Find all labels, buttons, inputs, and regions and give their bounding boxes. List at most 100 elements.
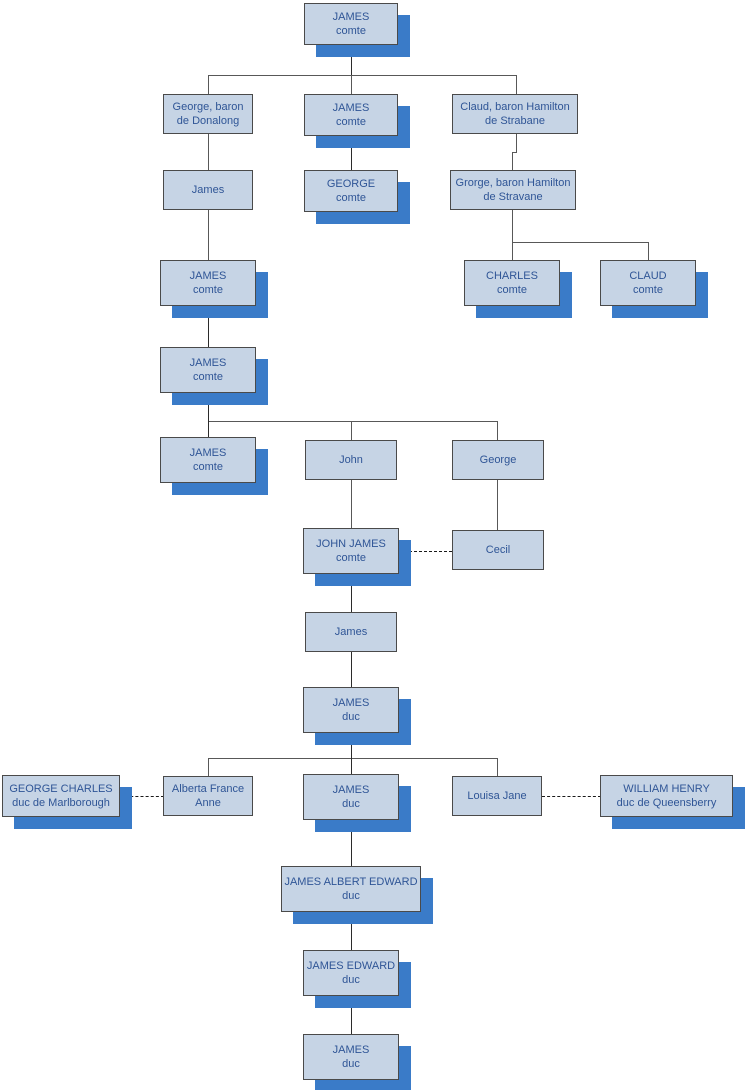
node-label-primary: Grorge, baron Hamilton — [455, 177, 571, 189]
connector-n4-n7-upper — [516, 134, 517, 152]
node-label-primary: JAMES EDWARD — [306, 960, 396, 972]
node-label-secondary: comte — [497, 284, 527, 296]
node-label-secondary: duc — [342, 974, 360, 986]
node-label-secondary: comte — [193, 461, 223, 473]
node-label-primary: John — [339, 454, 363, 466]
node-n3[interactable]: JAMES comte — [304, 94, 398, 136]
node-label-primary: Alberta France — [171, 783, 245, 795]
node-label-primary: George — [479, 454, 517, 466]
node-label-primary: JAMES — [332, 784, 370, 796]
node-label-secondary: comte — [193, 371, 223, 383]
connector-to-n4 — [516, 75, 517, 95]
node-n12[interactable]: JAMES comte — [160, 437, 256, 483]
connector-n5-n8 — [208, 210, 209, 261]
connector-n8-n11 — [208, 306, 209, 348]
node-n13[interactable]: John — [305, 440, 397, 480]
connector-gen-n7-bus — [512, 242, 648, 243]
node-label-primary: JAMES ALBERT EDWARD — [284, 876, 418, 888]
node-label-secondary: duc — [342, 1058, 360, 1070]
node-n6[interactable]: GEORGE comte — [304, 170, 398, 212]
node-label-primary: JAMES — [332, 697, 370, 709]
node-n5[interactable]: James — [163, 170, 253, 210]
connector-to-n3 — [351, 75, 352, 95]
connector-to-n14 — [497, 421, 498, 441]
node-label-secondary: comte — [336, 116, 366, 128]
connector-n11-stem — [208, 393, 209, 422]
connector-to-n9 — [512, 242, 513, 261]
node-n9[interactable]: CHARLES comte — [464, 260, 560, 306]
node-label-primary: JAMES — [189, 447, 227, 459]
node-label-primary: Claud, baron Hamilton — [460, 101, 570, 113]
node-label-primary: George, baron — [172, 101, 244, 113]
connector-marriage-n19-n20 — [120, 796, 164, 797]
connector-to-n21 — [351, 758, 352, 775]
node-label-primary: Louisa Jane — [467, 790, 527, 802]
connector-to-n13 — [351, 421, 352, 441]
node-label-secondary: comte — [336, 25, 366, 37]
connector-n4-n7-lower — [512, 152, 513, 171]
connector-gen3-bus — [208, 421, 498, 422]
node-label-primary: JAMES — [332, 11, 370, 23]
node-n10[interactable]: CLAUD comte — [600, 260, 696, 306]
node-label-primary: JOHN JAMES — [316, 538, 386, 550]
node-n17[interactable]: James — [305, 612, 397, 652]
node-label-primary: James — [334, 626, 368, 638]
node-label-secondary: duc — [342, 798, 360, 810]
connector-n24-n25 — [351, 912, 352, 951]
node-label-primary: GEORGE — [326, 178, 376, 190]
node-n22[interactable]: Louisa Jane — [452, 776, 542, 816]
connector-to-n12 — [208, 421, 209, 438]
node-label-secondary: Anne — [195, 797, 221, 809]
connector-to-n22 — [497, 758, 498, 777]
node-label-primary: WILLIAM HENRY — [623, 783, 710, 795]
connector-n1-stem — [351, 45, 352, 76]
node-n18[interactable]: JAMES duc — [303, 687, 399, 733]
node-label-secondary: duc — [342, 711, 360, 723]
connector-n18-stem — [351, 733, 352, 759]
node-label-primary: JAMES — [332, 1044, 370, 1056]
node-label-primary: JAMES — [189, 357, 227, 369]
connector-n21-n24 — [351, 820, 352, 867]
connector-n17-n18 — [351, 652, 352, 688]
node-n14[interactable]: George — [452, 440, 544, 480]
node-label-primary: JAMES — [332, 102, 370, 114]
node-n7[interactable]: Grorge, baron Hamilton de Stravane — [450, 170, 576, 210]
node-n24[interactable]: JAMES ALBERT EDWARD duc — [281, 866, 421, 912]
node-n15[interactable]: JOHN JAMES comte — [303, 528, 399, 574]
node-label-secondary: de Stravane — [483, 191, 543, 203]
node-label-secondary: comte — [336, 552, 366, 564]
node-n26[interactable]: JAMES duc — [303, 1034, 399, 1080]
node-label-secondary: comte — [336, 192, 366, 204]
node-n1[interactable]: JAMES comte — [304, 3, 398, 45]
node-label-primary: James — [191, 184, 225, 196]
connector-n13-n15 — [351, 480, 352, 529]
node-label-primary: CLAUD — [629, 270, 667, 282]
node-n11[interactable]: JAMES comte — [160, 347, 256, 393]
node-n16[interactable]: Cecil — [452, 530, 544, 570]
node-n23[interactable]: WILLIAM HENRY duc de Queensberry — [600, 775, 733, 817]
node-label-primary: CHARLES — [486, 270, 538, 282]
connector-n2-n5 — [208, 134, 209, 171]
node-n25[interactable]: JAMES EDWARD duc — [303, 950, 399, 996]
connector-n25-n26 — [351, 996, 352, 1035]
node-label-primary: GEORGE CHARLES — [9, 783, 113, 795]
node-label-secondary: comte — [633, 284, 663, 296]
connector-marriage-n22-n23 — [542, 796, 601, 797]
node-n2[interactable]: George, baron de Donalong — [163, 94, 253, 134]
node-label-secondary: de Donalong — [176, 115, 240, 127]
connector-gen5-bus — [208, 758, 498, 759]
connector-n7-stem — [512, 210, 513, 242]
connector-gen1-bus — [208, 75, 517, 76]
node-label-secondary: duc de Queensberry — [616, 797, 717, 809]
node-label-secondary: duc — [342, 890, 360, 902]
connector-n4-n7-jog — [512, 152, 517, 153]
node-label-primary: Cecil — [485, 544, 511, 556]
connector-n3-n6 — [351, 136, 352, 171]
node-n21[interactable]: JAMES duc — [303, 774, 399, 820]
node-label-primary: JAMES — [189, 270, 227, 282]
